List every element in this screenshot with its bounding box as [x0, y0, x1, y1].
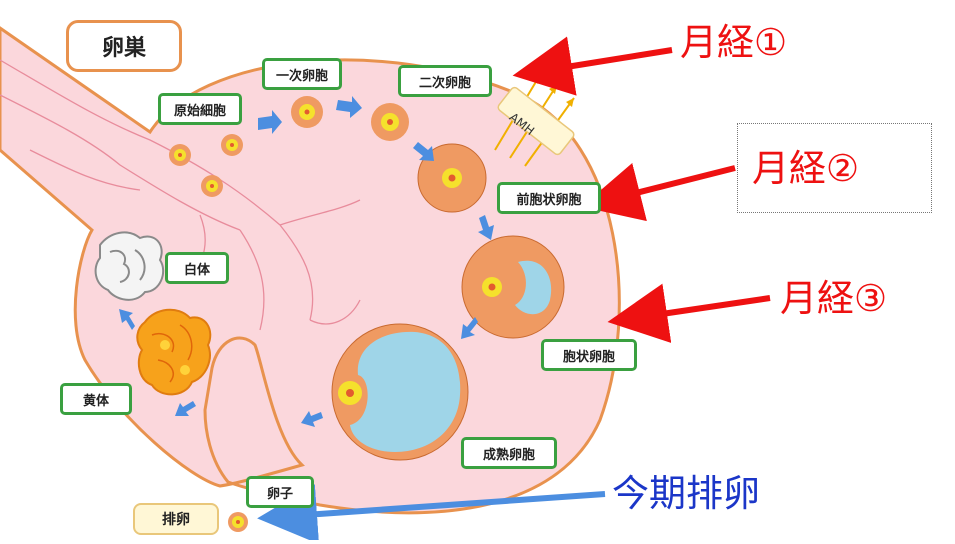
primordial-follicles	[169, 134, 243, 197]
corpus-luteum	[136, 308, 212, 396]
annotation-this-cycle: 今期排卵	[612, 472, 760, 515]
label-antral: 胞状卵胞	[541, 339, 637, 371]
annotation-cycle3: 月経③	[780, 277, 888, 320]
cycle-arrows	[512, 36, 771, 343]
primary-follicle	[291, 96, 323, 128]
label-corpus-luteum: 黄体	[60, 383, 132, 415]
preantral-follicle	[417, 143, 487, 213]
label-ovulation: 排卵	[133, 503, 219, 535]
selection-box	[737, 123, 932, 213]
label-oocyte: 卵子	[246, 476, 314, 508]
annotation-cycle1: 月経①	[680, 21, 788, 64]
label-mature: 成熟卵胞	[461, 437, 557, 469]
label-primordial: 原始細胞	[158, 93, 242, 125]
label-corpus-albicans: 白体	[165, 252, 229, 284]
antral-follicle	[461, 235, 565, 339]
ovary-title: 卵巣	[66, 20, 182, 72]
ovulation-arrow	[257, 484, 606, 544]
released-oocyte	[228, 512, 248, 532]
amh-ray-heads	[532, 75, 574, 107]
annotation-cycle2: 月経②	[752, 147, 860, 190]
blood-vessels	[0, 59, 361, 331]
label-secondary: 二次卵胞	[398, 65, 492, 97]
mature-follicle	[331, 323, 469, 461]
amh-plate	[497, 86, 575, 156]
label-preantral: 前胞状卵胞	[497, 182, 601, 214]
label-primary: 一次卵胞	[262, 58, 342, 90]
secondary-follicle	[371, 103, 409, 141]
corpus-albicans	[94, 231, 165, 301]
process-arrows	[119, 96, 494, 427]
